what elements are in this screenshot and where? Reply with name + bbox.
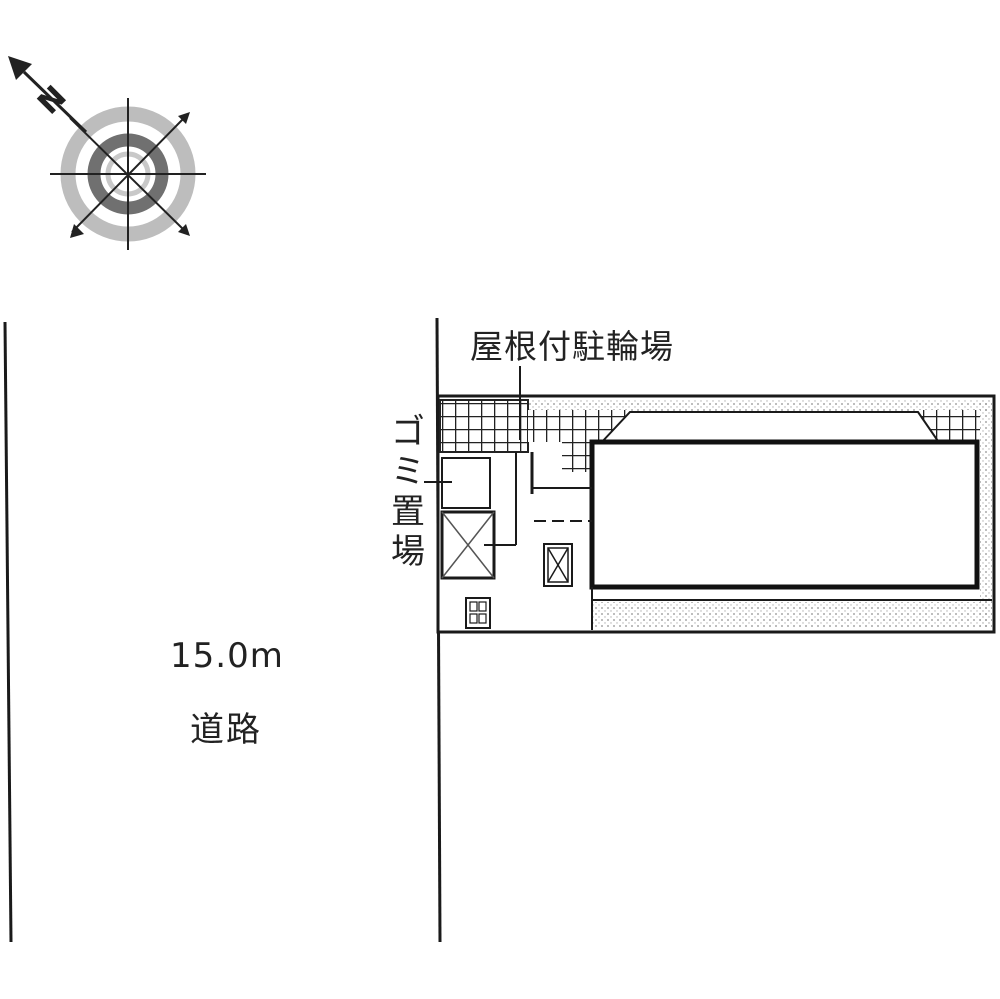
bicycle-parking-label: 屋根付駐輪場 [470,327,674,366]
road-width-label: 15.0m [170,636,284,676]
road-edge-left [3,321,13,943]
garbage-area-label: ゴミ置場 [391,412,425,572]
road-label: 道路 [190,710,262,750]
compass-icon: N [8,56,206,250]
site-plan [424,366,996,634]
north-arrow-icon [8,56,32,80]
bicycle-parking-area [439,399,529,453]
building [589,439,980,590]
